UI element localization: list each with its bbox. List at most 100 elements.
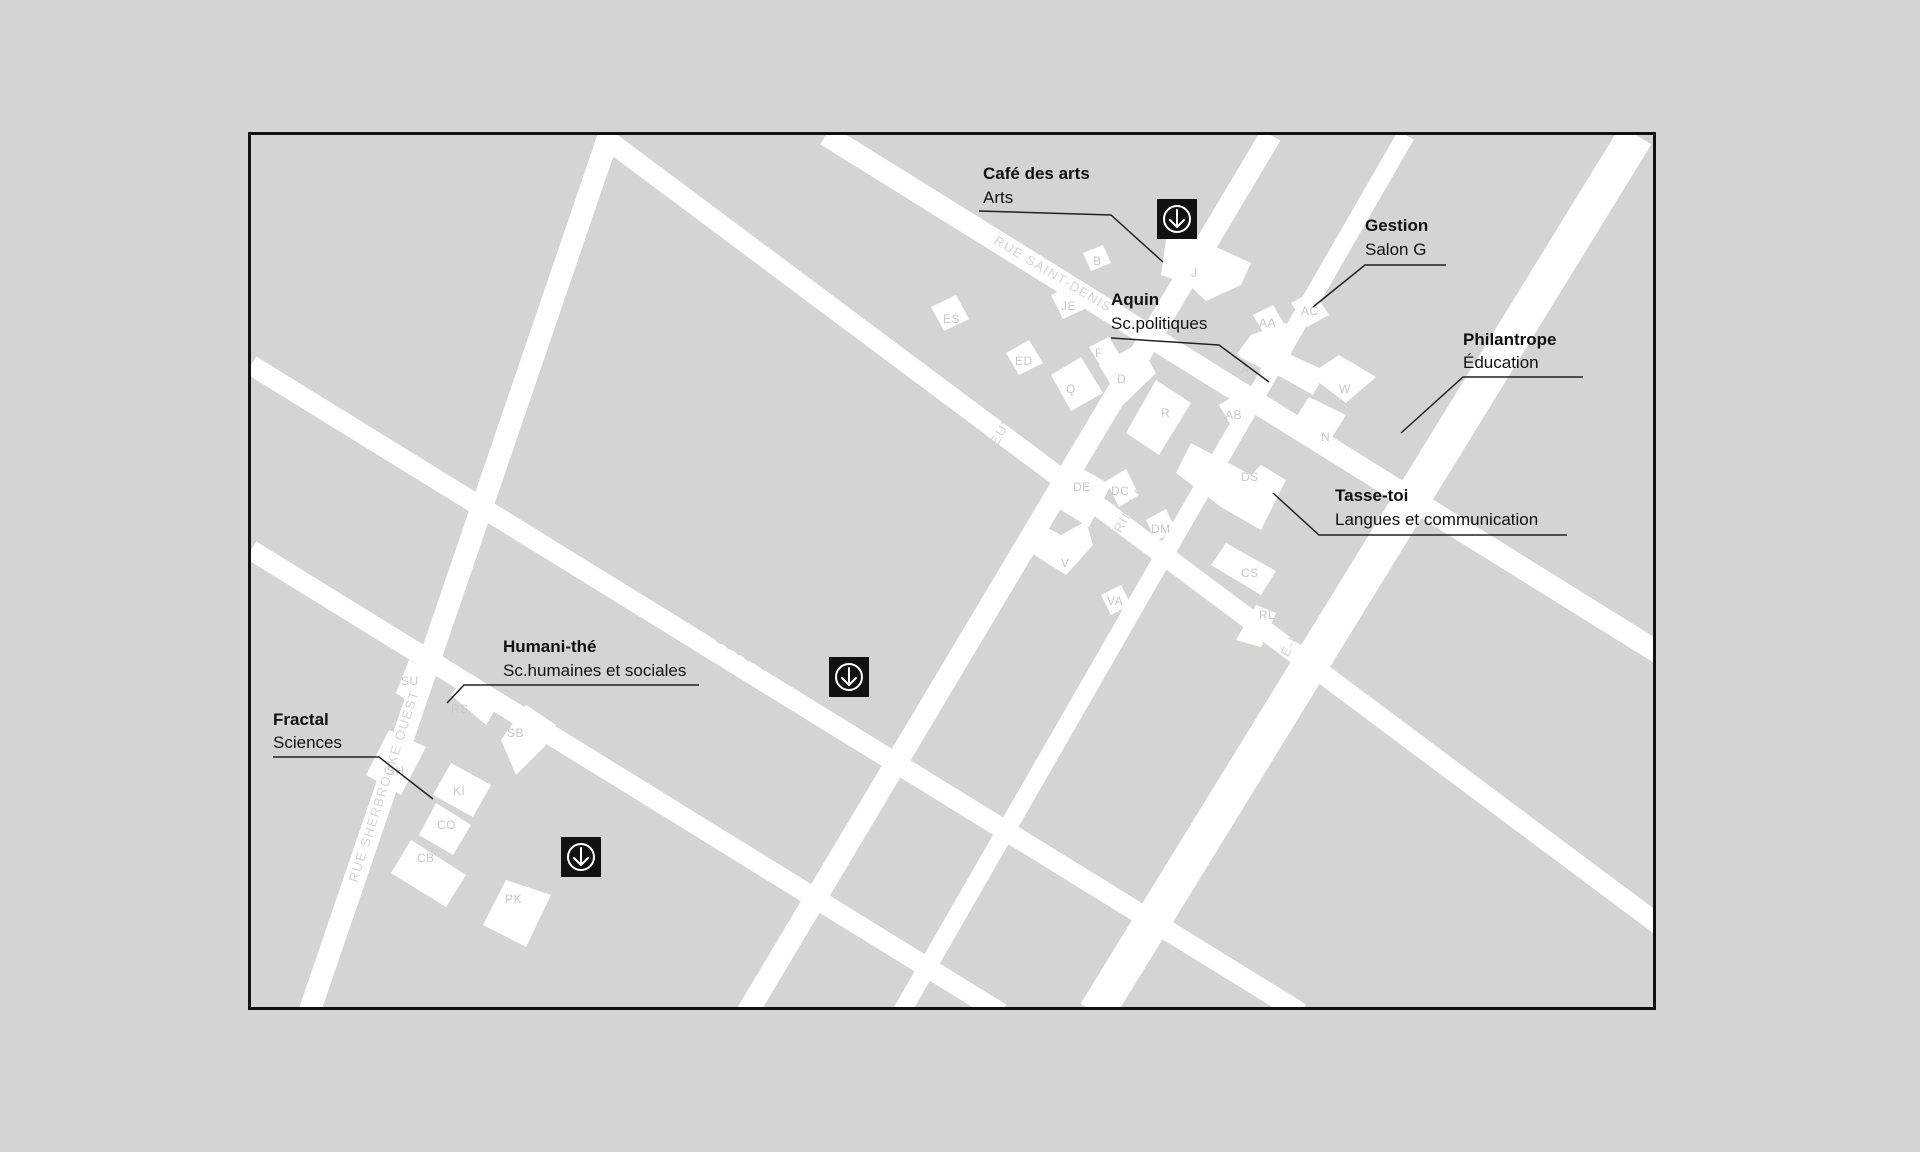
building-label-je: JE <box>1061 299 1076 313</box>
building-label-es: ES <box>943 312 960 326</box>
building-label-va: VA <box>1107 594 1123 608</box>
building-j <box>1161 231 1251 301</box>
leader-aquin <box>1110 337 1270 383</box>
leader-humani-the <box>446 684 699 704</box>
building-dc <box>1106 469 1139 507</box>
building-label-a: A <box>1241 362 1250 376</box>
street-rue-sherbrooke-ouest <box>299 135 620 1007</box>
building-label-pk: PK <box>505 892 522 906</box>
building-label-aa: AA <box>1259 316 1276 330</box>
building-w <box>1309 355 1376 403</box>
callout-title: Tasse-toi <box>1335 486 1408 505</box>
leader-tasse-toi <box>1272 492 1567 536</box>
building-label-ds: DS <box>1241 470 1259 484</box>
building-a <box>1236 323 1326 395</box>
building-label-cs: CS <box>1241 566 1259 580</box>
building-r <box>1126 380 1191 455</box>
callout-title: Gestion <box>1365 216 1428 235</box>
building-ds <box>1176 443 1286 530</box>
street-rue-saint-urbain <box>251 541 1007 1007</box>
callout-gestion[interactable]: Gestion Salon G <box>1365 216 1428 259</box>
callout-subtitle: Arts <box>983 188 1013 207</box>
callout-title: Aquin <box>1111 290 1159 309</box>
building-label-v: V <box>1061 556 1070 570</box>
building-label-dm: DM <box>1151 522 1171 536</box>
building-rl <box>1236 605 1276 647</box>
metro-station-1[interactable] <box>1157 199 1197 239</box>
map-canvas: RUE SAINT-DENIS RUE SANGUINET BOUL. DE M… <box>251 135 1653 1007</box>
building-ed <box>1006 340 1043 375</box>
callout-leaders <box>273 210 1583 800</box>
street-boul-st-laurent <box>251 356 1307 1007</box>
building-label-rl: RL <box>1259 608 1275 622</box>
building-ab <box>1219 393 1253 429</box>
building-label-ki: KI <box>453 784 465 798</box>
leader-gestion <box>1312 264 1446 308</box>
building-label-su: SU <box>401 674 419 688</box>
callout-subtitle: Langues et communication <box>1335 510 1538 529</box>
callout-title: Café des arts <box>983 164 1090 183</box>
metro-station-2[interactable] <box>829 657 869 697</box>
building-label-n: N <box>1321 430 1330 444</box>
building-d <box>1099 343 1156 405</box>
building-label-co: CO <box>437 818 456 832</box>
building-sb <box>501 705 556 775</box>
street-boulevard-rene-levesque <box>1080 135 1652 1007</box>
building-label-q: Q <box>1066 382 1076 396</box>
callout-humani-the[interactable]: Humani-thé Sc.humaines et sociales <box>503 637 686 680</box>
callout-fractal[interactable]: Fractal Sciences <box>273 710 342 752</box>
building-sh <box>366 730 426 795</box>
callout-tasse-toi[interactable]: Tasse-toi Langues et communication <box>1335 486 1538 529</box>
building-pk <box>483 880 551 947</box>
callout-subtitle: Sciences <box>273 733 342 752</box>
building-n <box>1291 397 1346 447</box>
metro-entrance-arrow-down-icon <box>567 843 595 871</box>
building-rs <box>451 675 501 725</box>
street-rue-sainte-catherine <box>894 135 1414 1007</box>
callout-subtitle: Sc.politiques <box>1111 314 1207 333</box>
callout-philantrope[interactable]: Philantrope Éducation <box>1463 330 1557 372</box>
building-label-r: R <box>1161 406 1170 420</box>
building-label-dc: DC <box>1111 484 1129 498</box>
building-label-b: B <box>1093 254 1102 268</box>
callout-title: Humani-thé <box>503 637 597 656</box>
metro-station-3[interactable] <box>561 837 601 877</box>
callout-cafe-des-arts[interactable]: Café des arts Arts <box>983 164 1090 207</box>
callout-subtitle: Sc.humaines et sociales <box>503 661 686 680</box>
building-label-rs: RS <box>451 702 469 716</box>
building-co <box>419 803 471 855</box>
building-ki <box>433 763 491 817</box>
building-es <box>931 295 969 331</box>
building-label-ed: ED <box>1015 354 1033 368</box>
building-label-ab: AB <box>1225 408 1242 422</box>
metro-entrance-arrow-down-icon <box>835 663 863 691</box>
building-ac <box>1291 291 1329 327</box>
building-de <box>1056 465 1111 527</box>
callout-title: Fractal <box>273 710 329 729</box>
callout-subtitle: Éducation <box>1463 353 1539 372</box>
building-labels: B J JE ES ED F Q D R AA AC A W N AB DE D… <box>387 254 1351 906</box>
leader-cafe-des-arts <box>978 210 1164 263</box>
building-va <box>1101 585 1131 615</box>
callout-subtitle: Salon G <box>1365 240 1426 259</box>
building-label-j: J <box>1191 266 1198 280</box>
building-label-ac: AC <box>1301 304 1319 318</box>
callout-title: Philantrope <box>1463 330 1557 349</box>
leader-philantrope <box>1400 376 1583 434</box>
building-cb <box>391 840 466 907</box>
street-rue-saint-denis <box>820 135 1653 663</box>
leader-fractal <box>273 756 434 800</box>
campus-map: RUE SAINT-DENIS RUE SANGUINET BOUL. DE M… <box>248 132 1656 1010</box>
building-label-d: D <box>1117 372 1126 386</box>
callout-aquin[interactable]: Aquin Sc.politiques <box>1111 290 1207 333</box>
street-rue-sanguinet <box>595 135 1653 934</box>
building-su <box>396 660 436 710</box>
building-dm <box>1146 509 1176 541</box>
building-label-f: F <box>1095 346 1103 360</box>
street-label-boul-st-laurent: BOUL. ST-LAURENT <box>713 631 847 720</box>
building-label-de: DE <box>1073 480 1091 494</box>
buildings <box>366 231 1376 947</box>
building-q <box>1051 357 1103 411</box>
building-cs <box>1211 543 1276 595</box>
building-label-cb: CB <box>417 851 435 865</box>
